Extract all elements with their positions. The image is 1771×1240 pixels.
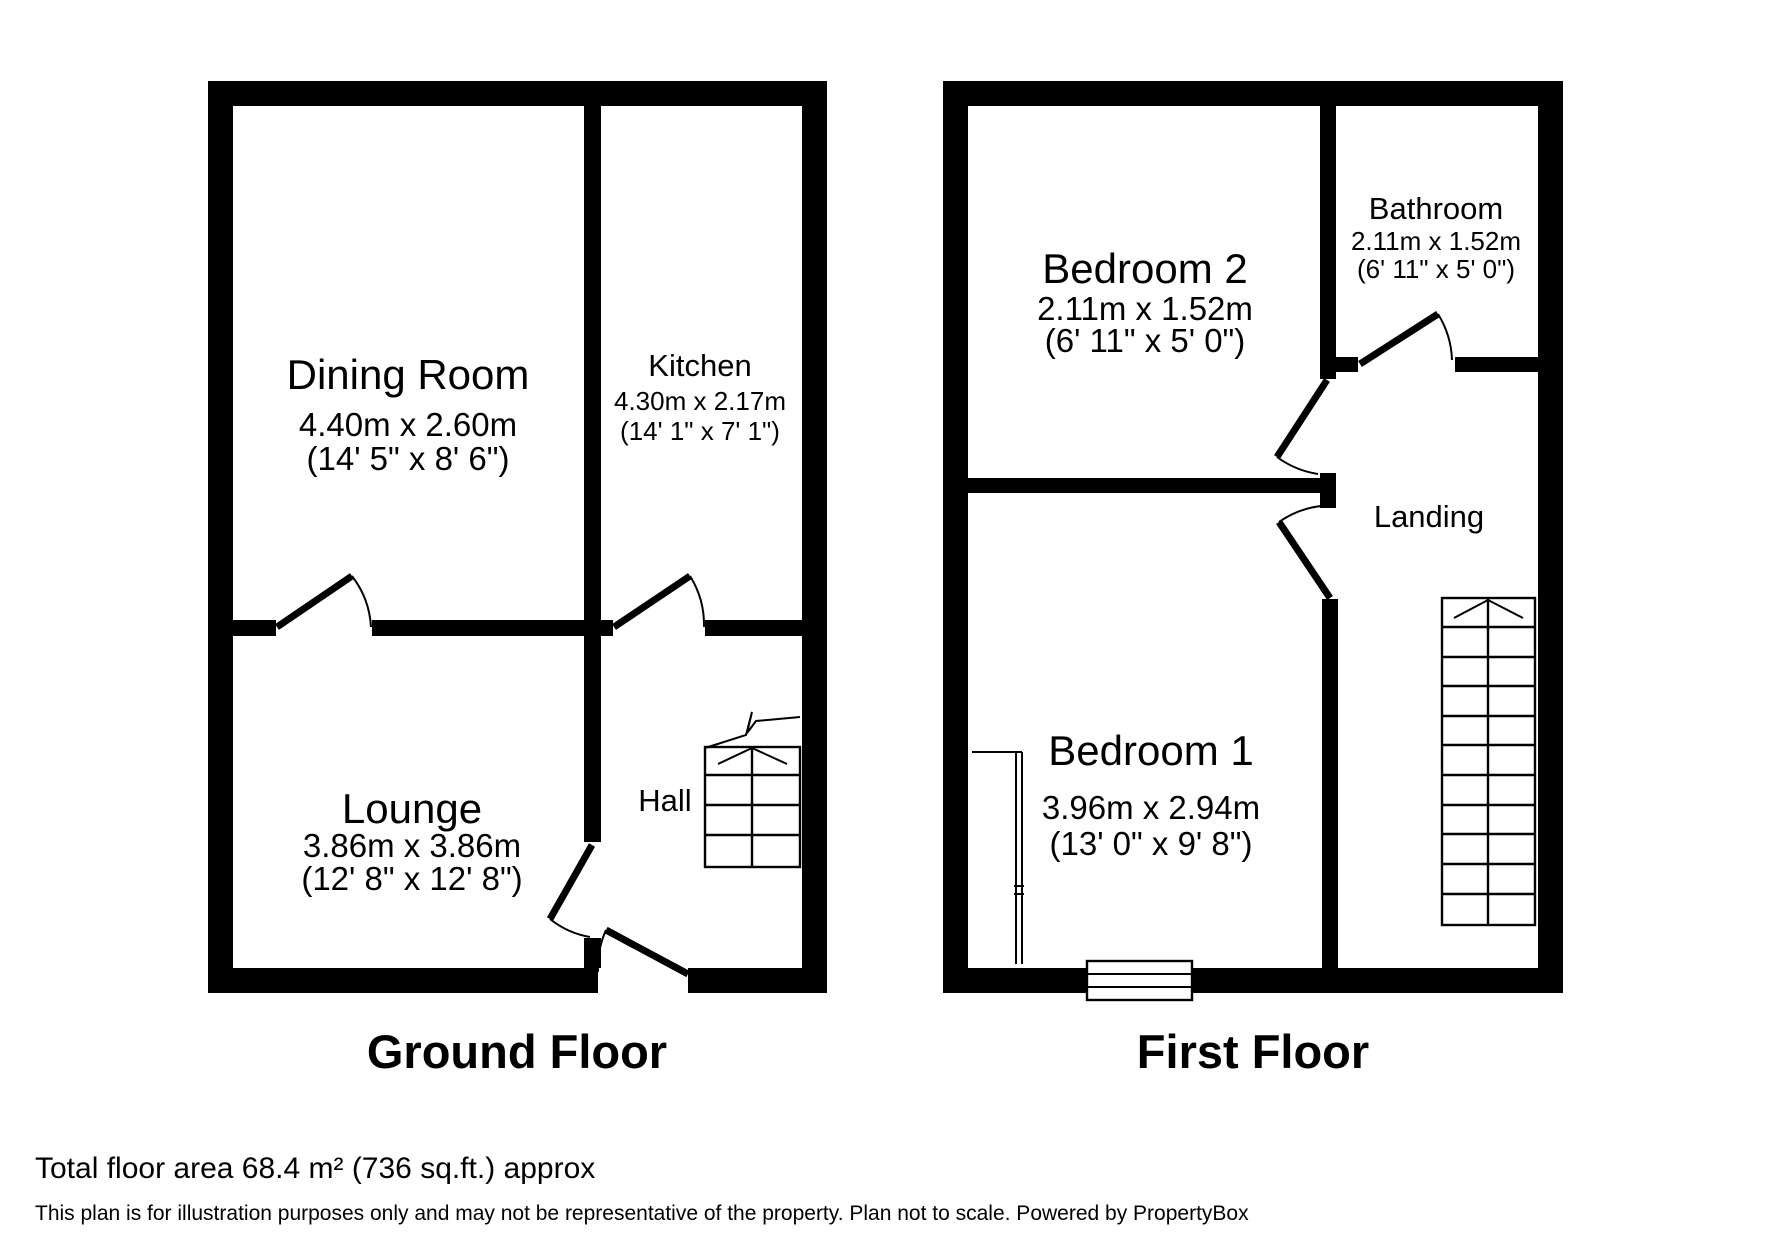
wall-dining-lounge: [233, 620, 276, 636]
wall-dining-lounge: [372, 620, 613, 636]
bathroom-metric: 2.11m x 1.52m: [1351, 226, 1521, 256]
ground-floor-stairs: [703, 711, 802, 869]
first-floor-doors: [1274, 311, 1453, 600]
dining-room-name: Dining Room: [287, 351, 530, 398]
bedroom-1-window: [1085, 959, 1194, 1002]
first-floor-exterior-walls: [943, 81, 1563, 993]
wall-stub: [1320, 473, 1336, 508]
kitchen-metric: 4.30m x 2.17m: [614, 386, 786, 416]
wall-stub: [584, 938, 601, 968]
ground-floor-labels: Dining Room 4.40m x 2.60m (14' 5" x 8' 6…: [287, 348, 786, 1078]
wall: [208, 81, 827, 106]
wall: [943, 968, 1563, 993]
wall-bathroom-landing: [1455, 357, 1538, 372]
bedroom-1-door: [1276, 505, 1333, 600]
stairs-direction-arrow: [717, 746, 788, 765]
wall-stub: [1336, 357, 1358, 372]
wall-bed1-landing: [1322, 599, 1338, 968]
footer: Total floor area 68.4 m² (736 sq.ft.) ap…: [35, 1152, 1249, 1225]
ground-floor-caption: Ground Floor: [367, 1025, 667, 1078]
bedroom-1-metric: 3.96m x 2.94m: [1042, 789, 1260, 826]
bedroom-2-door: [1274, 378, 1330, 475]
stairs-direction-arrow: [1453, 598, 1524, 619]
hall-name: Hall: [638, 783, 691, 818]
wall: [802, 81, 827, 993]
lounge-name: Lounge: [342, 785, 482, 832]
wall: [208, 81, 233, 993]
first-floor-caption: First Floor: [1137, 1025, 1369, 1078]
dining-room-imperial: (14' 5" x 8' 6"): [307, 440, 510, 477]
bedroom-1-name: Bedroom 1: [1048, 727, 1253, 774]
wall: [1538, 81, 1563, 993]
ground-floor-plan: Dining Room 4.40m x 2.60m (14' 5" x 8' 6…: [208, 81, 827, 1078]
bedroom-2-metric: 2.11m x 1.52m: [1037, 290, 1253, 327]
wall: [688, 968, 827, 993]
dining-room-door: [275, 573, 372, 630]
total-floor-area-text: Total floor area 68.4 m² (736 sq.ft.) ap…: [35, 1152, 595, 1185]
wall-bed2-bed1: [968, 478, 1320, 493]
bathroom-door: [1358, 311, 1453, 367]
first-floor-interior-walls: [968, 106, 1538, 968]
wall-dining-kitchen: [584, 106, 601, 842]
kitchen-imperial: (14' 1" x 7' 1"): [620, 416, 780, 446]
ground-floor-doors: [275, 573, 706, 978]
front-door: [596, 926, 690, 978]
bathroom-imperial: (6' 11" x 5' 0"): [1357, 254, 1515, 284]
wall: [943, 81, 968, 993]
bathroom-name: Bathroom: [1369, 191, 1503, 226]
disclaimer-text: This plan is for illustration purposes o…: [35, 1202, 1249, 1225]
bedroom-2-name: Bedroom 2: [1042, 245, 1247, 292]
landing-name: Landing: [1374, 499, 1484, 534]
first-floor-plan: Bedroom 2 2.11m x 1.52m (6' 11" x 5' 0")…: [943, 81, 1563, 1078]
first-floor-stairs: [1440, 596, 1537, 927]
wall-bed2-bathroom: [1320, 106, 1336, 379]
kitchen-name: Kitchen: [648, 348, 751, 383]
kitchen-door: [612, 573, 706, 630]
lounge-metric: 3.86m x 3.86m: [303, 827, 521, 864]
bedroom-2-imperial: (6' 11" x 5' 0"): [1045, 322, 1246, 359]
stairs-break-line: [704, 711, 801, 749]
wall: [943, 81, 1563, 106]
lounge-imperial: (12' 8" x 12' 8"): [301, 860, 522, 897]
wall: [208, 968, 598, 993]
bedroom-1-wardrobe: [972, 751, 1024, 964]
ground-floor-exterior-walls: [208, 81, 827, 993]
first-floor-labels: Bedroom 2 2.11m x 1.52m (6' 11" x 5' 0")…: [1037, 191, 1521, 1078]
lounge-hall-door: [546, 843, 596, 938]
dining-room-metric: 4.40m x 2.60m: [299, 406, 517, 443]
bedroom-1-imperial: (13' 0" x 9' 8"): [1050, 825, 1253, 862]
wall-kitchen-hall: [705, 620, 802, 636]
ground-floor-interior-walls: [233, 106, 802, 968]
